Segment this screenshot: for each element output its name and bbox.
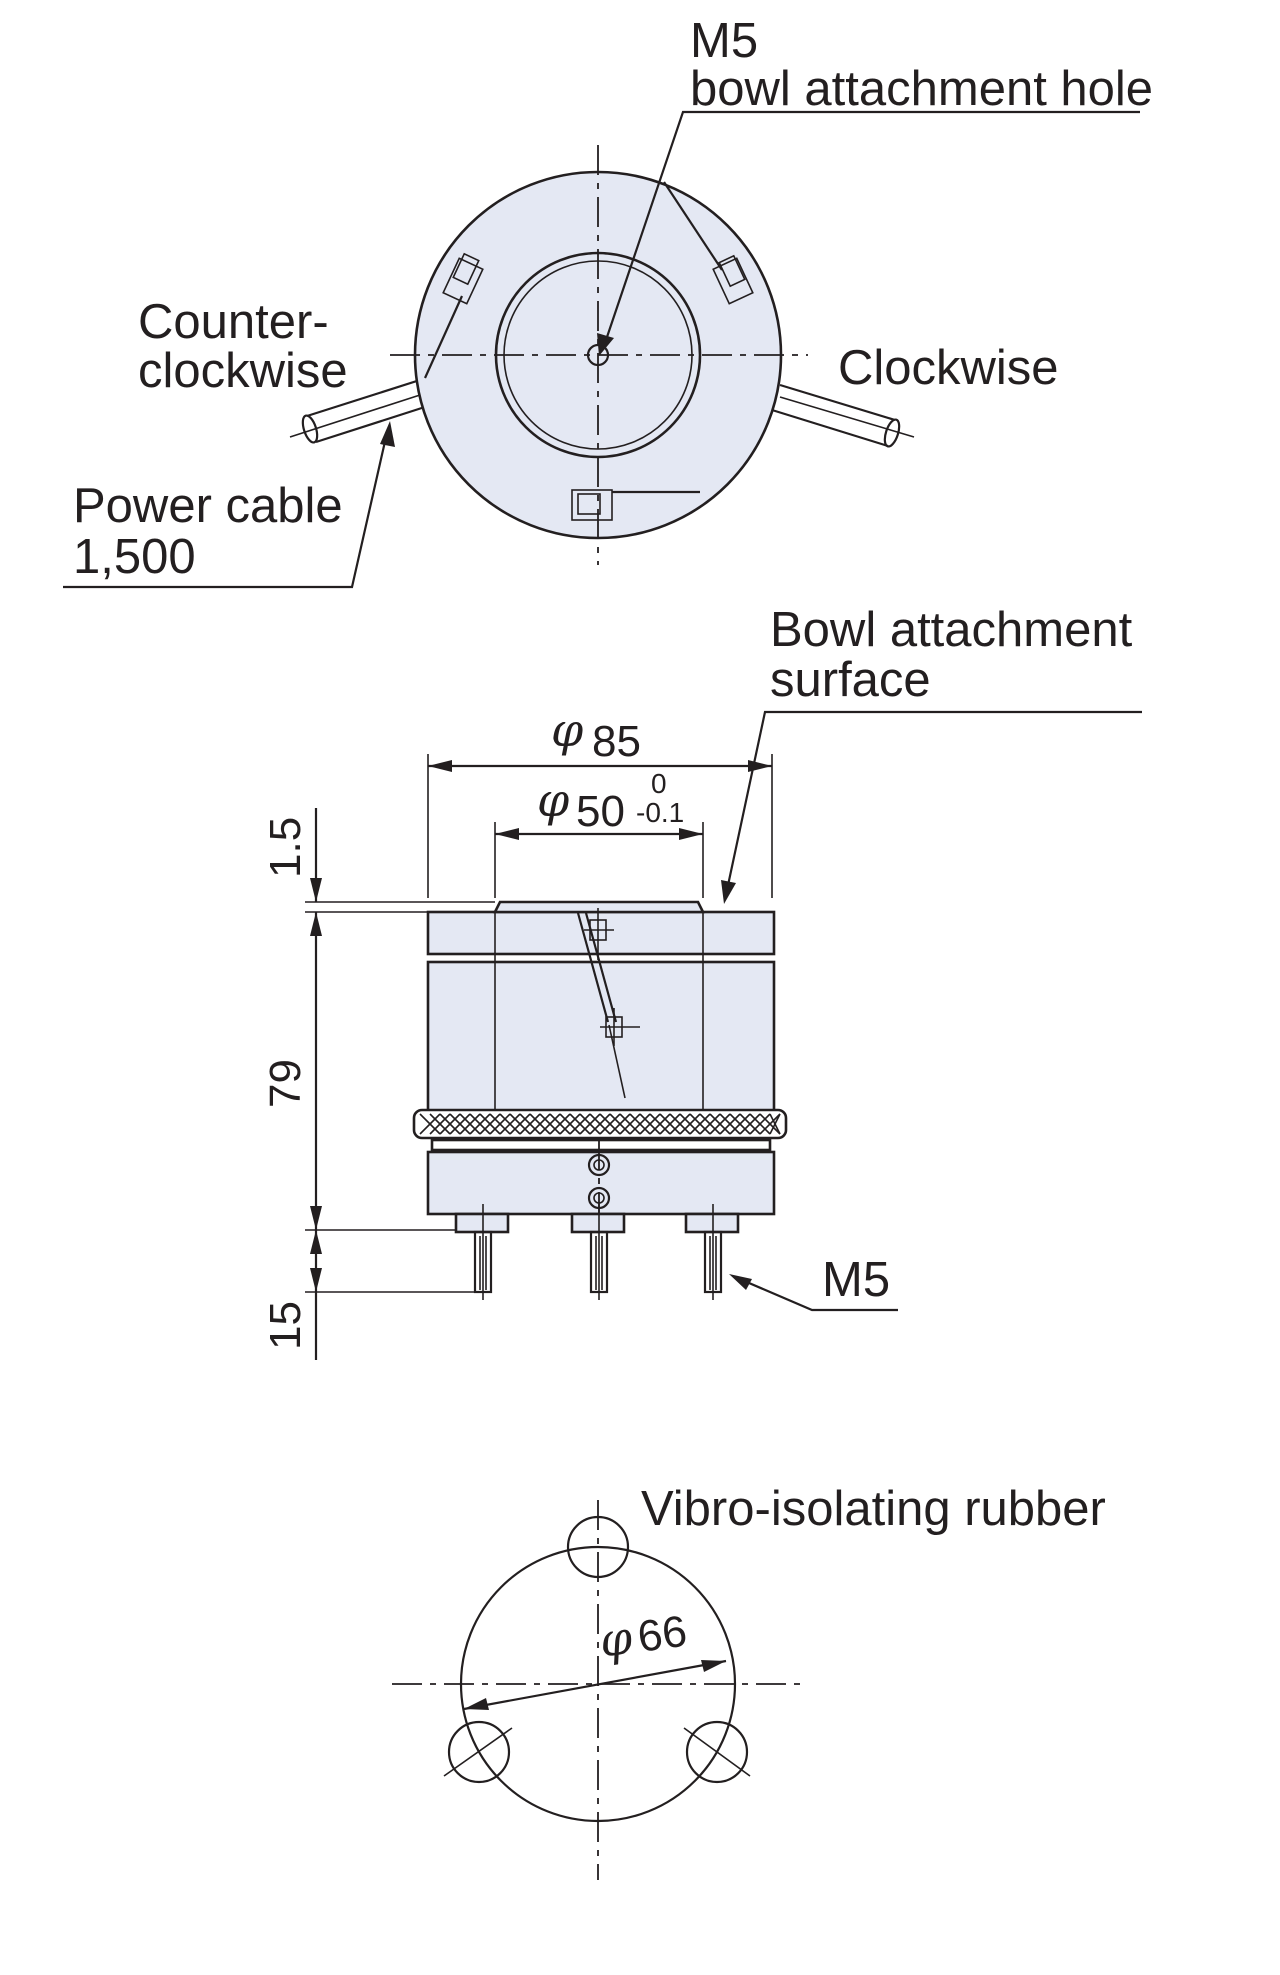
- surface-label-line2: surface: [770, 653, 931, 707]
- top-view: M5 bowl attachment hole Counter- clockwi…: [63, 14, 1153, 589]
- foot-center: [570, 1212, 626, 1234]
- stud-left: [473, 1204, 493, 1300]
- pcd-phi: φ: [596, 1610, 636, 1668]
- dim-top-value: 1.5: [261, 817, 310, 878]
- cable-label-line1: Power cable: [73, 479, 343, 533]
- ring-groove: [430, 1138, 772, 1152]
- rubber-foot-left: [443, 1720, 513, 1784]
- main-body: [426, 960, 776, 1116]
- inner-dia-phi: φ: [537, 773, 570, 827]
- bowl-mount-boss: [492, 900, 706, 914]
- cable-label-line2: 1,500: [73, 530, 196, 584]
- cw-label: Clockwise: [838, 341, 1059, 395]
- base-block: [426, 1150, 776, 1216]
- leaf-spring-right: [663, 181, 754, 305]
- bottom-view: φ 66 Vibro-isolating rubber: [392, 1482, 1106, 1880]
- outer-dia-value: 85: [592, 717, 641, 766]
- inner-dia-value: 50: [576, 787, 625, 836]
- dim-stud-value: 15: [261, 1301, 310, 1350]
- side-view: φ 85 φ 50 0 -0.1 Bowl attachment surface…: [261, 603, 1142, 1360]
- inner-dia-tol-upper: 0: [651, 768, 667, 799]
- stud-label: M5: [822, 1253, 890, 1307]
- rubber-label: Vibro-isolating rubber: [641, 1482, 1106, 1536]
- rubber-foot-right: [683, 1720, 751, 1784]
- foot-left: [454, 1212, 510, 1234]
- pcd-value: 66: [635, 1607, 690, 1662]
- hole-label-line2: bowl attachment hole: [690, 62, 1153, 116]
- stud-right: [703, 1204, 723, 1300]
- top-plate: [426, 910, 776, 956]
- leaf-spring-bottom: [571, 489, 700, 521]
- dim-line-pcd: [463, 1659, 727, 1711]
- leaf-spring-side: [576, 908, 640, 1099]
- stud-center: [589, 1204, 609, 1300]
- rubber-foot-top: [566, 1515, 630, 1579]
- hole-label-line1: M5: [690, 14, 758, 68]
- knurl-hatch: [419, 1113, 781, 1135]
- ccw-label-line2: clockwise: [138, 344, 348, 398]
- power-cable-left: [289, 378, 429, 444]
- inner-dia-tol-lower: -0.1: [636, 797, 684, 828]
- foot-right: [684, 1212, 740, 1234]
- ccw-label-line1: Counter-: [138, 295, 329, 349]
- outer-dia-phi: φ: [551, 703, 584, 757]
- leaf-spring-left: [423, 252, 484, 379]
- dim-height-value: 79: [261, 1059, 310, 1108]
- power-cable-right: [771, 383, 915, 448]
- surface-label-line1: Bowl attachment: [770, 603, 1133, 657]
